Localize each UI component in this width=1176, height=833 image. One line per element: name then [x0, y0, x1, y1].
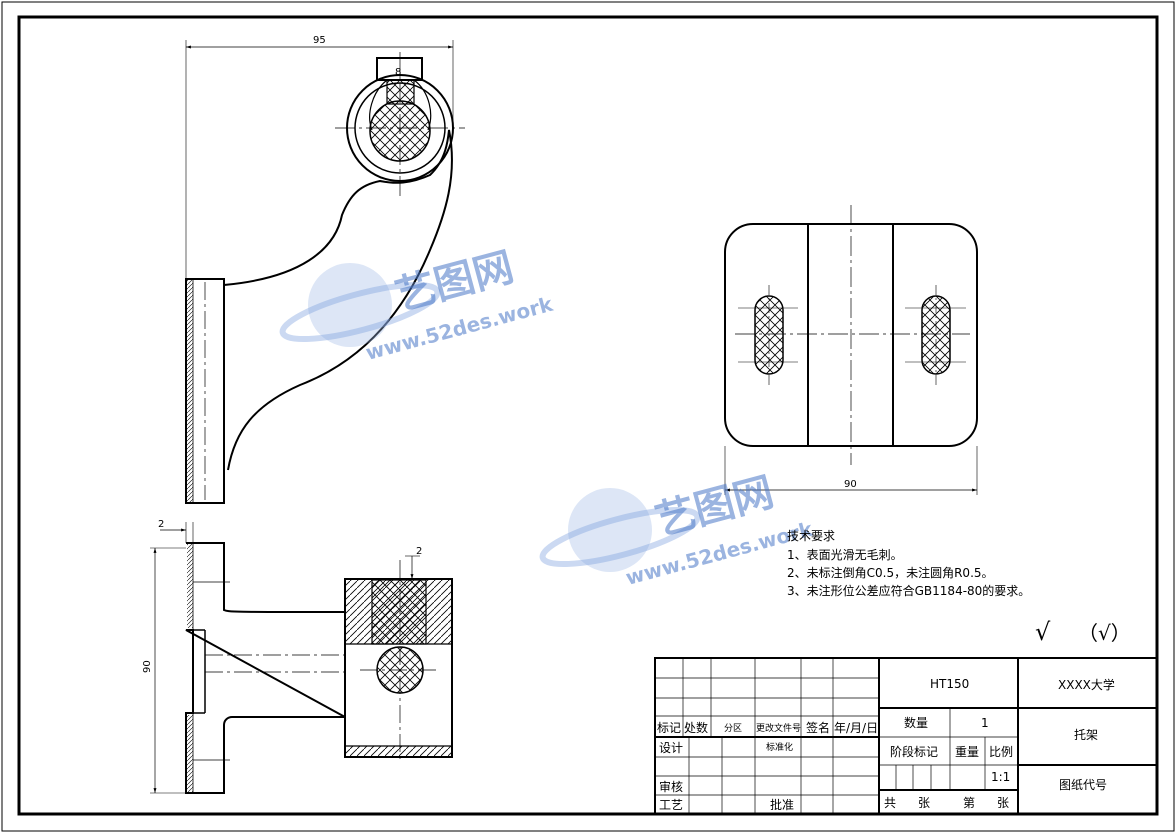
base-flange — [185, 278, 225, 504]
rev-header-count: 处数 — [684, 720, 708, 735]
quantity-label: 数量 — [904, 715, 928, 730]
scale-value: 1:1 — [991, 770, 1010, 784]
scale-label: 比例 — [989, 745, 1013, 759]
quantity-value: 1 — [981, 716, 989, 730]
dim-side-width: 90 — [844, 479, 857, 490]
role-approval: 批准 — [770, 797, 794, 812]
watermark-2 — [539, 488, 701, 572]
role-review: 审核 — [659, 779, 683, 794]
rev-header-mark: 标记 — [657, 721, 681, 735]
front-flange — [185, 542, 346, 794]
base-flange-hatch — [187, 280, 193, 502]
tech-requirement-2: 2、未标注倒角C0.5，未注圆角R0.5。 — [787, 565, 994, 580]
sheet-total-suffix: 张 — [918, 796, 930, 810]
stage-mark: 阶段标记 — [890, 744, 938, 759]
role-standardization: 标准化 — [766, 741, 793, 753]
tech-requirement-3: 3、未注形位公差应符合GB1184-80的要求。 — [787, 583, 1030, 598]
drawing-code: 图纸代号 — [1059, 778, 1107, 792]
part-name: 托架 — [1074, 728, 1098, 742]
material: HT150 — [930, 677, 969, 691]
top-view — [185, 40, 465, 504]
sheet-total-prefix: 共 — [884, 796, 896, 810]
school-name: XXXX大学 — [1058, 677, 1115, 692]
dim-slot-width: 8 — [395, 67, 401, 78]
rev-header-date: 年/月/日 — [834, 721, 878, 735]
tech-requirement-1: 1、表面光滑无毛刺。 — [787, 548, 903, 562]
inner-frame — [17, 15, 1159, 816]
dim-insert-depth: 2 — [416, 546, 422, 557]
title-block — [654, 657, 1158, 815]
rev-header-doc: 更改文件号 — [756, 722, 801, 734]
side-view — [724, 205, 978, 495]
tech-requirements-title: 技术要求 — [787, 529, 835, 543]
weight-label: 重量 — [955, 745, 979, 759]
sheet-number-suffix: 张 — [997, 796, 1009, 810]
boss-section — [344, 578, 453, 758]
front-view — [150, 522, 453, 794]
surface-symbol-other: （√） — [1078, 621, 1131, 645]
rev-header-zone: 分区 — [724, 723, 742, 734]
sheet-number-prefix: 第 — [963, 796, 975, 810]
dim-front-height: 90 — [142, 660, 153, 673]
watermark-1 — [279, 263, 441, 347]
role-process: 工艺 — [659, 798, 683, 812]
dim-flange-thickness: 2 — [158, 519, 164, 530]
rev-header-sign: 签名 — [806, 720, 830, 735]
arm-outline — [223, 129, 453, 471]
surface-symbol-main: √ — [1035, 618, 1051, 646]
dim-top-width: 95 — [313, 35, 326, 46]
role-design: 设计 — [659, 741, 683, 755]
